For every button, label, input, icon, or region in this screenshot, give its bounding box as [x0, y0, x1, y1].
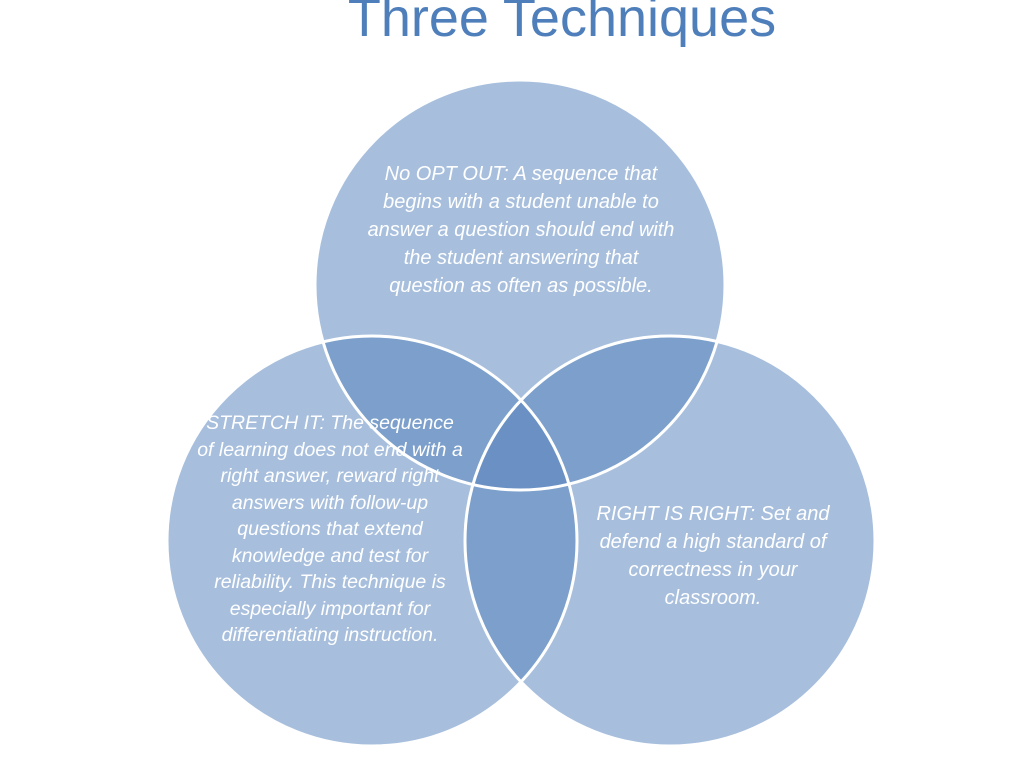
overlap-top-left: [315, 336, 577, 490]
no-opt-out-text: No OPT OUT: A sequence that begins with …: [367, 163, 675, 297]
circle-left-outline: [165, 334, 579, 748]
circle-top-outline: [313, 78, 727, 492]
right-is-right-text: RIGHT IS RIGHT: Set and defend a high st…: [596, 503, 830, 609]
slide-title: Three Techniques: [347, 0, 777, 48]
circle-right-outline: [463, 334, 877, 748]
stretch-it-text: STRETCH IT: The sequence of learning doe…: [197, 412, 463, 646]
overlap-top-right: [465, 336, 725, 490]
